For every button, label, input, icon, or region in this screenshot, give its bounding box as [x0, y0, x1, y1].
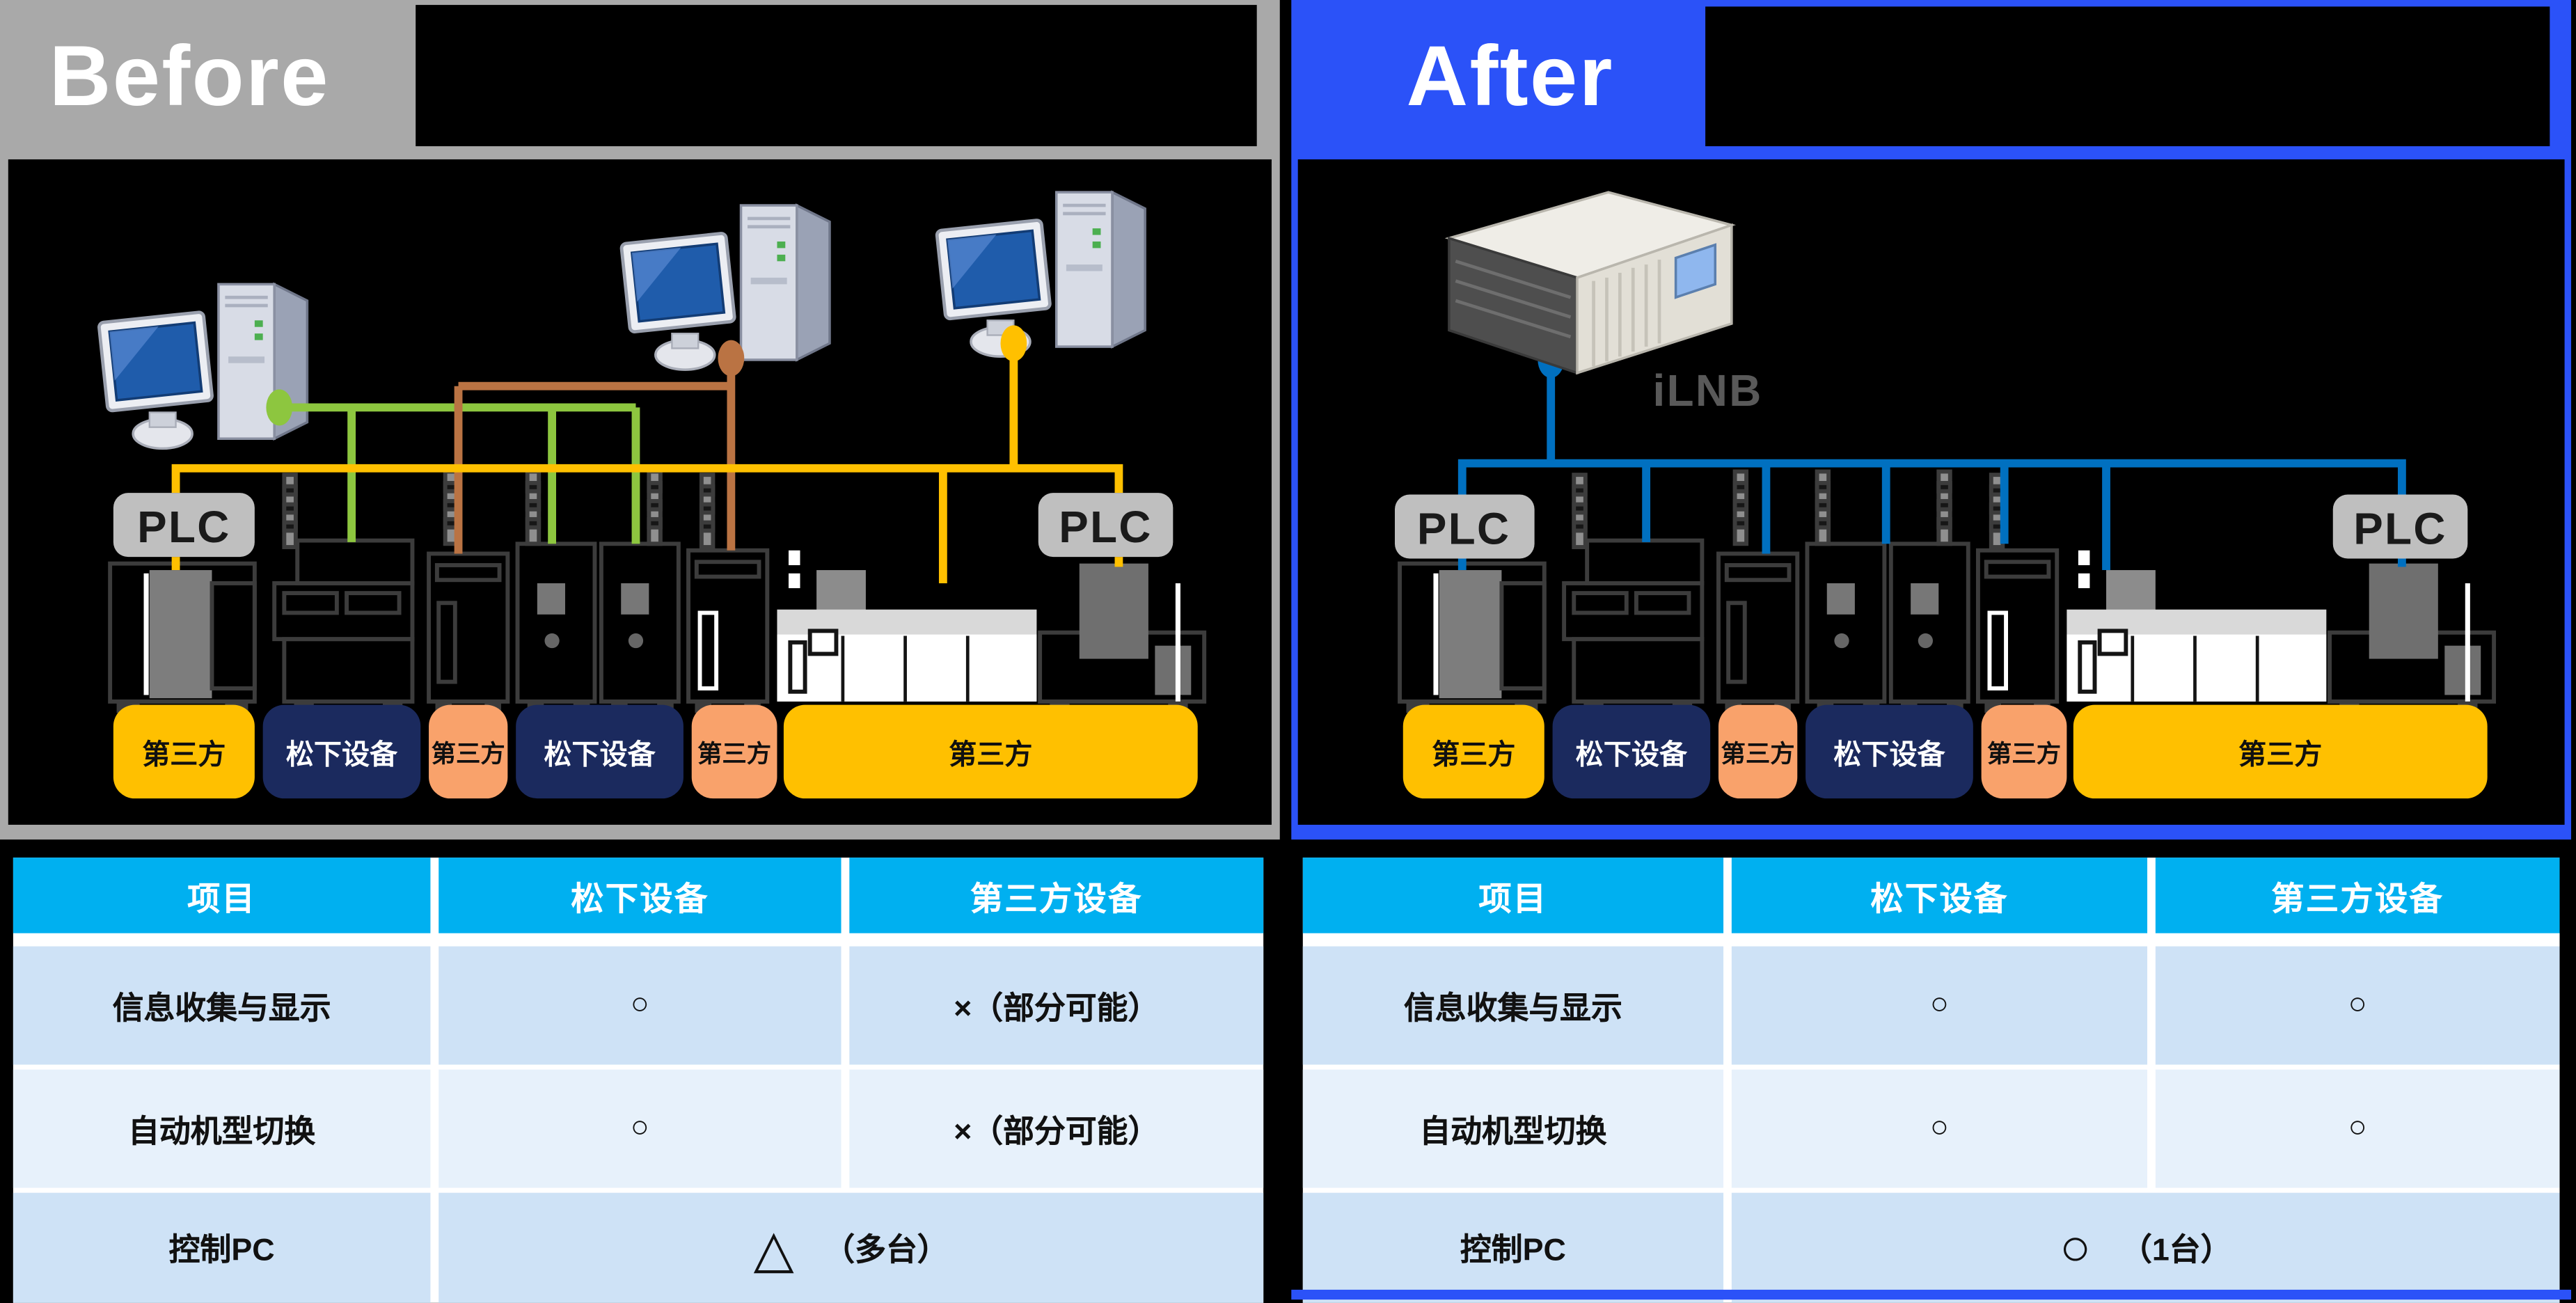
plc-box: PLC — [1038, 493, 1174, 558]
svg-text:松下设备: 松下设备 — [1833, 739, 1945, 771]
equipment-label-third-party: 第三方 — [691, 704, 777, 799]
equipment-label-third-party: 第三方 — [113, 704, 255, 799]
svg-text:第三方: 第三方 — [1432, 739, 1515, 771]
after-panel: After iLNB PLC PLC — [1291, 0, 2572, 840]
table-row: 自动机型切换 ○ ×（部分可能） — [13, 1069, 1264, 1188]
after-title: After — [1406, 29, 1614, 125]
merged-value: ○ （1台） — [1731, 1192, 2560, 1303]
merged-note: （多台） — [823, 1233, 949, 1269]
table-row: 信息收集与显示 ○ ○ — [1302, 946, 2560, 1065]
equipment-label-third-party: 第三方 — [1402, 704, 1544, 799]
svg-text:PLC: PLC — [2353, 503, 2447, 553]
column-header-panasonic: 松下设备 — [438, 858, 841, 933]
third-party-value: ×（部分可能） — [849, 1069, 1264, 1188]
svg-text:第三方: 第三方 — [697, 740, 771, 768]
table-header-row: 项目 松下设备 第三方设备 — [1302, 858, 2560, 933]
table-header-row: 项目 松下设备 第三方设备 — [13, 858, 1264, 933]
table-row: 自动机型切换 ○ ○ — [1302, 1069, 2560, 1188]
ilnb-device-icon — [1449, 192, 1732, 373]
column-header-third-party: 第三方设备 — [2155, 858, 2560, 933]
svg-text:第三方: 第三方 — [1721, 740, 1795, 768]
table-row: 控制PC ○ （1台） — [1302, 1192, 2560, 1303]
equipment-label-third-party: 第三方 — [429, 704, 508, 799]
third-party-value: ×（部分可能） — [849, 946, 1264, 1065]
svg-text:松下设备: 松下设备 — [286, 739, 398, 771]
svg-text:松下设备: 松下设备 — [544, 739, 656, 771]
row-item-label: 自动机型切换 — [1302, 1069, 1724, 1188]
column-header-third-party: 第三方设备 — [849, 858, 1264, 933]
before-diagram: PLC PLC 第三方 松下设备 — [8, 159, 1272, 825]
row-item-label: 控制PC — [13, 1192, 431, 1303]
row-item-label: 自动机型切换 — [13, 1069, 431, 1188]
equipment-label-panasonic: 松下设备 — [1552, 704, 1711, 799]
panasonic-value: ○ — [438, 1069, 841, 1188]
row-item-label: 信息收集与显示 — [13, 946, 431, 1065]
column-header-item: 项目 — [13, 858, 431, 933]
plc-box: PLC — [2332, 494, 2468, 559]
svg-text:第三方: 第三方 — [432, 740, 505, 768]
equipment-label-third-party: 第三方 — [1718, 704, 1798, 799]
machine-icons — [1400, 471, 2494, 713]
before-comparison-table: 项目 松下设备 第三方设备 信息收集与显示 ○ ×（部分可能） 自动机型切换 ○… — [13, 858, 1264, 1303]
network-node-dot-brown — [718, 340, 745, 377]
equipment-label-panasonic: 松下设备 — [1805, 704, 1973, 799]
after-network-diagram: iLNB PLC PLC 第三方 松下设备 — [1394, 159, 2565, 799]
after-header: After — [1291, 0, 2571, 159]
after-bottom-accent-bar — [1291, 1289, 2572, 1300]
plc-box: PLC — [113, 493, 255, 558]
equipment-label-third-party: 第三方 — [1981, 704, 2067, 799]
row-item-label: 控制PC — [1302, 1192, 1724, 1303]
table-row: 控制PC △ （多台） — [13, 1192, 1264, 1303]
before-panel: Before — [0, 0, 1280, 840]
third-party-value: ○ — [2155, 946, 2560, 1065]
plc-box: PLC — [1394, 494, 1535, 559]
panasonic-value: ○ — [438, 946, 841, 1065]
equipment-label-third-party: 第三方 — [2073, 704, 2488, 799]
before-network-diagram: PLC PLC 第三方 松下设备 — [8, 159, 1272, 799]
after-diagram: iLNB PLC PLC 第三方 松下设备 — [1297, 159, 2565, 825]
svg-text:松下设备: 松下设备 — [1576, 739, 1688, 771]
ilnb-label: iLNB — [1653, 365, 1763, 416]
svg-text:第三方: 第三方 — [1987, 740, 2061, 768]
before-header-blackbox — [416, 5, 1257, 147]
equipment-label-third-party: 第三方 — [783, 704, 1198, 799]
after-header-blackbox — [1705, 6, 2550, 147]
desktop-pc-icon — [937, 192, 1146, 356]
column-header-item: 项目 — [1302, 858, 1724, 933]
svg-text:PLC: PLC — [137, 502, 231, 552]
row-item-label: 信息收集与显示 — [1302, 946, 1724, 1065]
before-header: Before — [0, 0, 1280, 159]
merged-value: △ （多台） — [438, 1192, 1264, 1303]
equipment-label-panasonic: 松下设备 — [262, 704, 421, 799]
column-header-panasonic: 松下设备 — [1731, 858, 2148, 933]
network-lines-brown — [454, 361, 736, 554]
after-comparison-table: 项目 松下设备 第三方设备 信息收集与显示 ○ ○ 自动机型切换 ○ ○ 控制P… — [1302, 858, 2560, 1303]
equipment-label-panasonic: 松下设备 — [516, 704, 683, 799]
network-node-dot-yellow — [1000, 325, 1027, 362]
table-row: 信息收集与显示 ○ ×（部分可能） — [13, 946, 1264, 1065]
merged-note: （1台） — [2120, 1233, 2232, 1269]
third-party-value: ○ — [2155, 1069, 2560, 1188]
before-title: Before — [49, 29, 330, 125]
network-node-dot-green — [266, 389, 293, 426]
svg-text:PLC: PLC — [1059, 502, 1153, 552]
panasonic-value: ○ — [1731, 946, 2148, 1065]
svg-text:第三方: 第三方 — [142, 739, 226, 771]
equipment-label-pills: 第三方 松下设备 第三方 松下设备 — [113, 704, 1198, 799]
svg-text:第三方: 第三方 — [949, 739, 1032, 771]
svg-text:第三方: 第三方 — [2238, 739, 2322, 771]
network-lines-blue — [1457, 363, 2406, 571]
panasonic-value: ○ — [1731, 1069, 2148, 1188]
equipment-label-pills: 第三方 松下设备 第三方 松下设备 — [1402, 704, 2488, 799]
merged-symbol: △ — [753, 1218, 794, 1278]
merged-symbol: ○ — [2059, 1217, 2092, 1277]
network-lines-yellow — [171, 349, 1123, 583]
svg-text:PLC: PLC — [1417, 503, 1511, 553]
